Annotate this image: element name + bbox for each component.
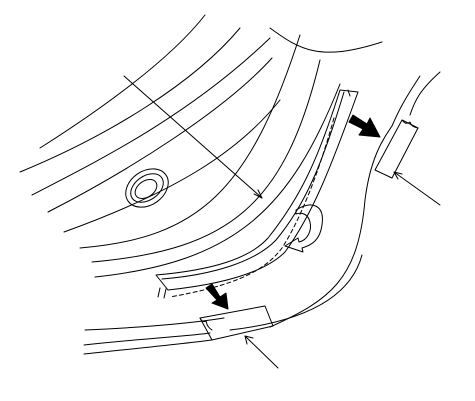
contour-line [79,34,301,249]
leader-line-arrow [253,189,263,199]
molding-strip [155,89,359,299]
contour-line [84,317,225,331]
contour-line [94,83,341,278]
upper-right-clip [374,119,419,179]
contour-line [47,57,273,213]
contour-line [19,27,241,173]
bold-arrow-down-icon [205,283,229,310]
outer-body-edge [269,125,393,328]
lower-clip-leader-arrow [244,335,254,345]
outer-body-edge-right [409,71,441,116]
lower-clip-leader [244,335,279,369]
lower-clip [199,305,274,341]
upper-clip-leader-arrow [393,171,403,180]
dashed-clip-outline [169,117,335,298]
panel-contour-lines [19,14,383,355]
contour-line [91,59,321,263]
contour-line [31,37,271,196]
contour-line [83,332,211,346]
contour-line [229,254,363,331]
leader-line [123,75,263,199]
contour-line [83,339,213,355]
bold-arrow-right-down-icon [348,114,381,138]
contour-line [39,14,206,149]
contour-line [63,99,281,233]
outer-body-edge-upper [391,75,421,127]
grommet-hole-icon [125,168,169,208]
curved-rotation-arrow-icon [284,204,323,253]
contour-line [269,27,383,53]
upper-clip-leader [393,171,441,206]
